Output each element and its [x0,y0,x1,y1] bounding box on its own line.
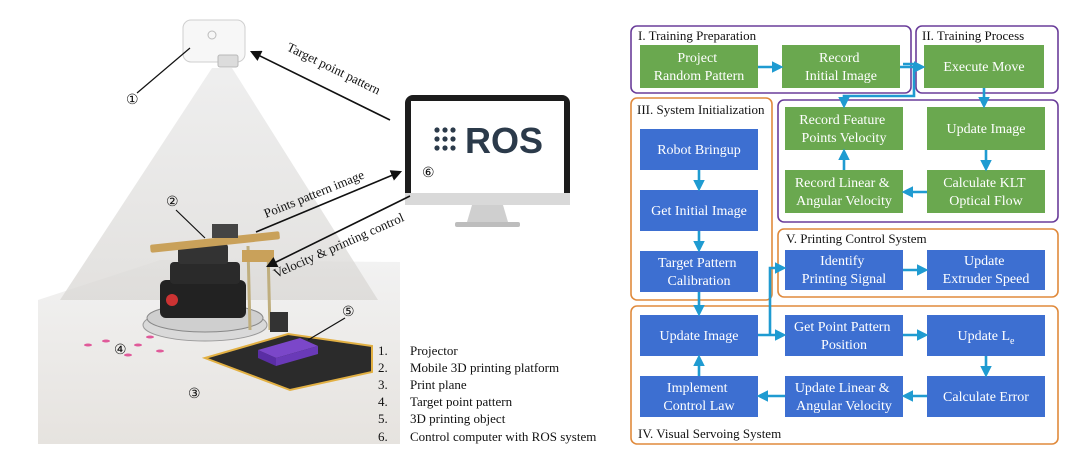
marker-2: ② [166,195,179,210]
box-target-pattern-calibration [640,251,758,292]
group-frame-training-preparation [630,25,912,94]
ros-logo-text: ROS [465,120,543,161]
box-calculate-klt [927,170,1045,213]
box-record-linear-text: Record Linear & Angular Velocity [795,176,893,209]
box-update-le [927,315,1045,356]
box-update-le-text: Update Le [958,329,1015,347]
legend-num-3: 3. [378,377,388,392]
legend-num-1: 1. [378,343,388,358]
box-record-feature-text: Record Feature Points Velocity [799,113,888,146]
leader-line-5 [307,317,346,341]
box-record-linear-angular [785,170,903,213]
projector-beam [60,68,378,300]
box-calculate-error [927,376,1045,417]
box-update-linear-angular [785,376,903,417]
group-title-training-process: II. Training Process [922,28,1024,43]
box-execute-text: Execute Move [943,60,1024,75]
legend-num-4: 4. [378,394,388,409]
box-extruder-text: Update Extruder Speed [943,254,1030,287]
arrow-update-to-identify [768,262,787,335]
legend: 1. Projector 2. Mobile 3D printing platf… [378,343,596,444]
box-update-image-servo-text: Update Image [660,329,739,344]
leader-line-2 [175,209,206,239]
legend-text-1: Projector [410,343,458,358]
marker-3: ③ [188,387,201,402]
mobile-3d-printing-platform [142,224,288,342]
box-project-text: Project Random Pattern [654,51,745,84]
arrow-record-to-feature [838,62,916,109]
group-title-system-initialization: III. System Initialization [637,102,765,117]
arrow-velocity-control [265,195,411,268]
3d-printing-object [258,338,318,366]
legend-text-5: 3D printing object [410,411,506,426]
print-plane [38,260,400,444]
group-frame-training-process [915,25,1059,94]
box-get-point-text: Get Point Pattern Position [794,320,894,353]
legend-text-6: Control computer with ROS system [410,429,596,444]
flow-arrows [693,61,992,402]
box-record-initial-image [782,45,900,88]
box-update-image-training-text: Update Image [947,122,1026,137]
arrow-points-image [255,170,403,233]
leader-line-1 [136,47,191,94]
box-record-initial-text: Record Initial Image [805,51,877,84]
flowchart: I. Training Preparation II. Training Pro… [630,25,1059,445]
box-robot-bringup-text: Robot Bringup [657,143,741,158]
arrow-target-pattern [249,50,391,121]
legend-num-6: 6. [378,429,388,444]
group-title-printing-control: V. Printing Control System [786,231,927,246]
box-implement-text: Implement Control Law [663,381,735,414]
box-calibration-text: Target Pattern Calibration [658,256,740,289]
marker-4: ④ [114,343,127,358]
box-update-image-servo [640,315,758,356]
projector [182,19,246,68]
box-identify-printing-signal [785,250,903,290]
box-execute-move [924,45,1044,88]
box-robot-bringup [640,129,758,170]
box-get-initial-text: Get Initial Image [651,204,747,219]
group-title-visual-servoing: IV. Visual Servoing System [638,426,781,441]
arrow-label-target: Target point pattern [285,39,384,97]
photo-scene: ROS ① ② ③ ④ ⑤ ⑥ Target point pattern Poi… [38,19,596,444]
box-implement-control-law [640,376,758,417]
box-update-vel-text: Update Linear & Angular Velocity [795,381,893,414]
legend-num-5: 5. [378,411,388,426]
box-update-image-training [927,107,1045,150]
box-update-extruder-speed [927,250,1045,290]
legend-num-2: 2. [378,360,388,375]
box-get-initial-image [640,190,758,231]
ros-computer: ROS [405,95,570,227]
group-frame-training-process-lower [777,99,1059,223]
ros-logo-dots [434,127,456,151]
box-identify-text: Identify Printing Signal [802,254,887,287]
group-frame-system-initialization [630,97,773,301]
group-frame-visual-servoing [630,305,1059,445]
target-point-pattern [84,335,164,357]
legend-text-4: Target point pattern [410,394,513,409]
box-calculate-error-text: Calculate Error [943,390,1029,405]
legend-text-3: Print plane [410,377,467,392]
marker-1: ① [126,93,139,108]
box-record-feature-velocity [785,107,903,150]
box-get-point-pattern-position [785,315,903,356]
marker-5: ⑤ [342,305,355,320]
box-klt-text: Calculate KLT Optical Flow [943,176,1029,209]
box-project-random-pattern [640,45,758,88]
legend-text-2: Mobile 3D printing platform [410,360,559,375]
marker-6: ⑥ [422,166,435,181]
group-title-training-preparation: I. Training Preparation [638,28,757,43]
